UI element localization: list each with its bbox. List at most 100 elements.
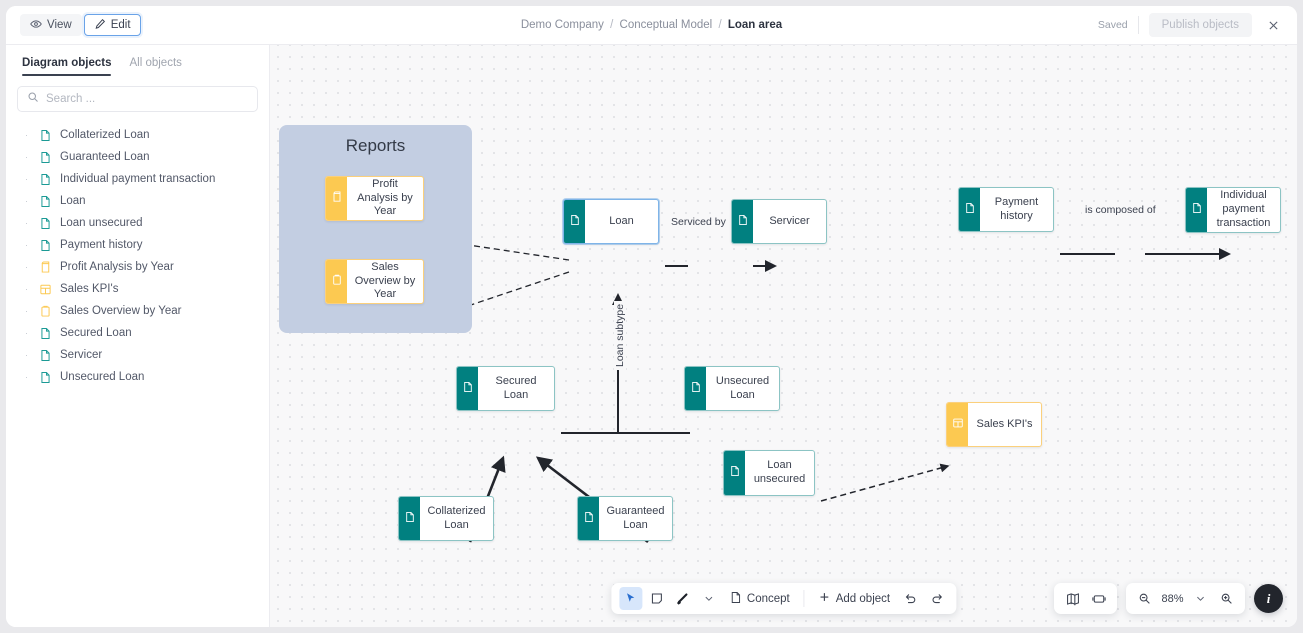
close-icon[interactable] [1262,14,1284,36]
document-icon [39,327,52,340]
breadcrumb-separator-1: / [610,19,614,31]
clipboard-icon [331,273,343,291]
node-sales-overview-by-year[interactable]: Sales Overview by Year [325,259,424,304]
toolbar-divider [803,590,805,607]
search-container [6,76,269,112]
list-item[interactable]: · Guaranteed Loan [6,146,269,168]
node-individual-payment-transaction[interactable]: Individual payment transaction [1185,187,1281,233]
document-icon [569,213,581,231]
node-label: Sales Overview by Year [354,260,416,301]
expand-dot-icon[interactable]: · [25,327,28,338]
fit-screen-icon[interactable] [1087,587,1110,610]
view-mode-button[interactable]: View [20,14,82,36]
list-item[interactable]: · Profit Analysis by Year [6,256,269,278]
expand-dot-icon[interactable]: · [25,129,28,140]
list-item[interactable]: · Loan unsecured [6,212,269,234]
zoom-in-icon[interactable] [1215,587,1238,610]
node-label: Sales KPI's [976,417,1033,430]
list-item[interactable]: · Unsecured Loan [6,366,269,388]
node-label: Guaranteed Loan [606,504,665,531]
node-unsecured-loan[interactable]: Unsecured Loan [684,366,780,411]
list-item-label: Secured Loan [60,327,132,339]
list-item[interactable]: · Individual payment transaction [6,168,269,190]
document-icon [39,151,52,164]
list-item[interactable]: · Sales Overview by Year [6,300,269,322]
add-object-button[interactable]: Add object [813,587,896,610]
zoom-out-icon[interactable] [1133,587,1156,610]
expand-dot-icon[interactable]: · [25,239,28,250]
list-item-label: Payment history [60,239,143,251]
diagram-canvas[interactable]: Reports Profit Analysis by Year Sales Ov… [270,45,1297,627]
concept-tool-button[interactable]: Concept [723,587,796,610]
node-label: Servicer [769,214,810,227]
tab-diagram-objects[interactable]: Diagram objects [22,57,112,76]
node-label: Loan unsecured [753,459,806,485]
publish-objects-button[interactable]: Publish objects [1148,13,1252,37]
expand-dot-icon[interactable]: · [25,217,28,228]
node-accent-bar [578,497,599,540]
search-input[interactable] [46,93,248,105]
search-box[interactable] [17,86,258,112]
document-icon [583,510,595,528]
breadcrumb-separator-2: / [718,19,722,31]
expand-dot-icon[interactable]: · [25,173,28,184]
document-icon [729,464,741,482]
list-item[interactable]: · Secured Loan [6,322,269,344]
node-label: Loan [609,214,634,227]
expand-dot-icon[interactable]: · [25,151,28,162]
node-servicer[interactable]: Servicer [731,199,827,244]
list-item-label: Sales KPI's [60,283,119,295]
info-icon[interactable]: i [1254,584,1283,613]
list-item[interactable]: · Servicer [6,344,269,366]
saved-status: Saved [1097,19,1128,31]
diagram-objects-list[interactable]: · Collaterized Loan· Guaranteed Loan· In… [6,124,269,627]
list-item-label: Individual payment transaction [60,173,216,185]
expand-dot-icon[interactable]: · [25,371,28,382]
undo-button[interactable] [899,587,922,610]
expand-dot-icon[interactable]: · [25,349,28,360]
select-tool-button[interactable] [618,587,642,610]
node-profit-analysis-by-year[interactable]: Profit Analysis by Year [325,176,424,221]
list-item[interactable]: · Payment history [6,234,269,256]
node-loan-unsecured[interactable]: Loan unsecured [723,450,815,496]
pen-tool-button[interactable] [671,587,694,610]
node-collaterized-loan[interactable]: Collaterized Loan [398,496,494,541]
document-icon [39,349,52,362]
view-mode-pill [1054,583,1117,614]
redo-button[interactable] [925,587,948,610]
expand-dot-icon[interactable]: · [25,283,28,294]
node-accent-bar [399,497,420,540]
table-icon [39,283,52,296]
list-item[interactable]: · Loan [6,190,269,212]
list-item[interactable]: · Sales KPI's [6,278,269,300]
node-accent-bar [947,403,968,446]
node-payment-history[interactable]: Payment history [958,187,1054,232]
list-item-label: Sales Overview by Year [60,305,182,317]
eye-icon [30,18,42,33]
expand-dot-icon[interactable]: · [25,305,28,316]
node-loan[interactable]: Loan [563,199,659,244]
node-secured-loan[interactable]: Secured Loan [456,366,555,411]
tab-all-objects[interactable]: All objects [129,57,182,69]
zoom-menu-chevron-down-icon[interactable] [1189,587,1212,610]
node-guaranteed-loan[interactable]: Guaranteed Loan [577,496,673,541]
concept-label: Concept [746,592,790,605]
expand-dot-icon[interactable]: · [25,195,28,206]
note-tool-button[interactable] [645,587,668,610]
table-icon [952,416,964,434]
node-accent-bar [732,200,753,243]
view-mode-label: View [47,19,72,31]
bottom-toolbar: Concept Add object [610,583,957,614]
breadcrumb-model[interactable]: Conceptual Model [619,19,713,31]
edit-mode-button[interactable]: Edit [83,14,141,36]
map-icon[interactable] [1061,587,1084,610]
list-item-label: Unsecured Loan [60,371,145,383]
edge-label-is-composed-of: is composed of [1082,204,1159,216]
expand-dot-icon[interactable]: · [25,261,28,272]
document-icon [39,195,52,208]
pen-options-button[interactable] [697,587,720,610]
list-item[interactable]: · Collaterized Loan [6,124,269,146]
breadcrumb-company[interactable]: Demo Company [520,19,604,31]
list-item-label: Profit Analysis by Year [60,261,174,273]
node-sales-kpis[interactable]: Sales KPI's [946,402,1042,447]
